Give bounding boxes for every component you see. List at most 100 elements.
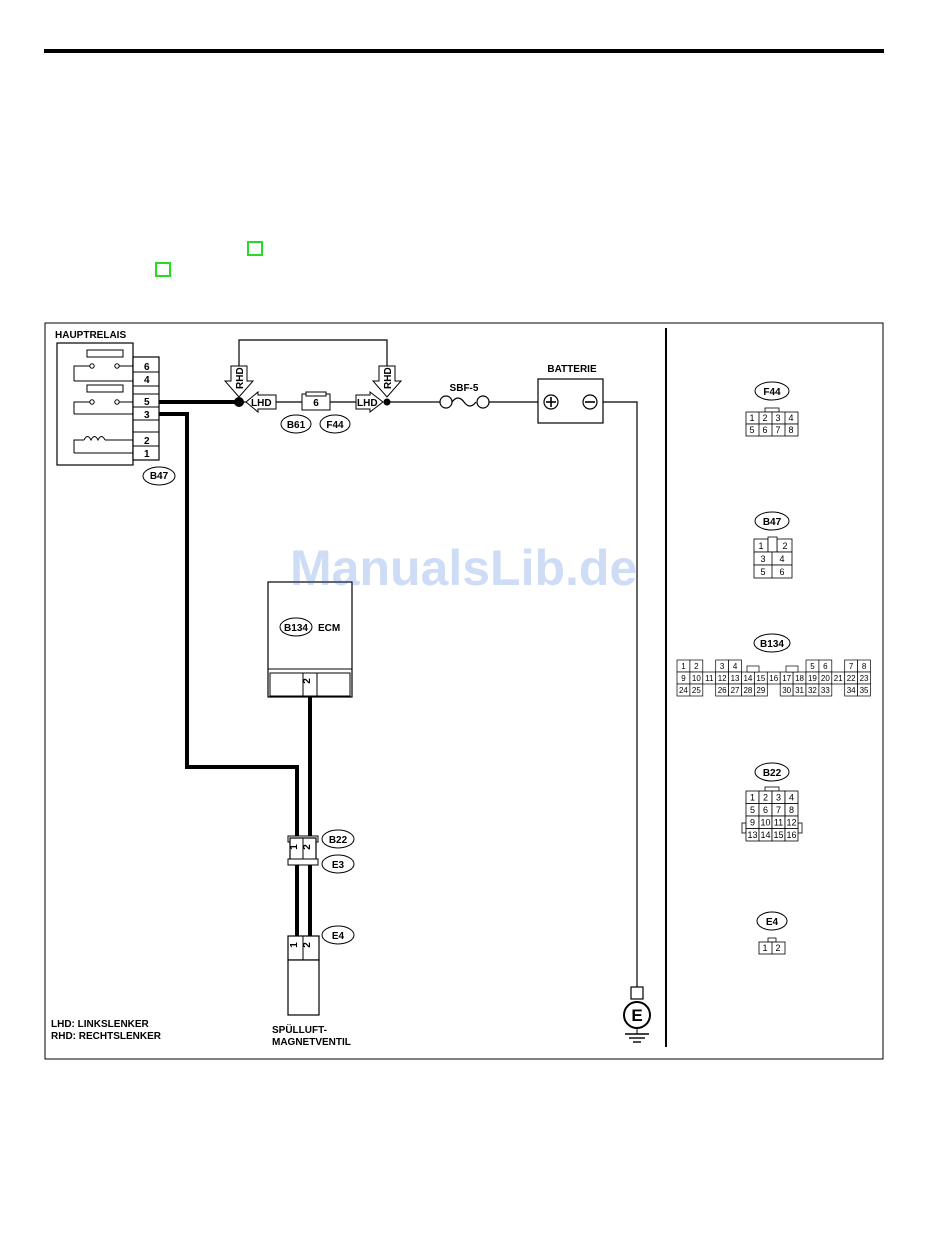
b22-pin-label: 13 — [747, 830, 757, 840]
b22-pin-label: 12 — [786, 818, 796, 828]
svg-text:1: 1 — [749, 413, 754, 423]
b134-pin-label: 14 — [743, 674, 752, 683]
svg-text:2: 2 — [302, 844, 313, 850]
svg-text:6: 6 — [762, 425, 767, 435]
f44-connector-tag — [319, 414, 351, 434]
fuse-label: SBF-5 — [450, 383, 479, 394]
junction-dot-left — [234, 397, 244, 407]
b22-pin-label: 15 — [773, 830, 783, 840]
b134-pin-label: 34 — [847, 686, 856, 695]
svg-text:E3: E3 — [332, 860, 345, 871]
fuse-sbf5 — [439, 395, 490, 409]
b134-pin-label: 8 — [862, 662, 867, 671]
svg-text:8: 8 — [788, 425, 793, 435]
ecm-pin-2: 2 — [302, 678, 313, 684]
b134-pin-label: 17 — [782, 674, 791, 683]
battery — [537, 378, 604, 424]
link-box-2[interactable] — [155, 262, 171, 277]
view-e4-tag — [756, 911, 788, 931]
valve-label-1: SPÜLLUFT- — [272, 1023, 327, 1036]
b134-pin-label: 11 — [705, 674, 714, 683]
svg-text:B134: B134 — [284, 623, 308, 634]
svg-text:B22: B22 — [329, 835, 348, 846]
b22-connector-tag — [321, 829, 355, 849]
b22-pin-label: 3 — [776, 793, 781, 803]
b22-pin-label: 14 — [760, 830, 770, 840]
b134-pin-label: 27 — [731, 686, 740, 695]
view-b47: 1 2 3 4 5 6 — [753, 536, 793, 579]
b134-pin-label: 2 — [694, 662, 699, 671]
b134-pin-label: 22 — [847, 674, 856, 683]
relay-pin-6: 6 — [144, 362, 150, 373]
b134-pin-label: 21 — [834, 674, 843, 683]
b134-pin-label: 35 — [860, 686, 869, 695]
b22-pin-label: 8 — [789, 805, 794, 815]
b22-e3-connector: 1 2 — [287, 835, 319, 866]
lhd-arrow-left: LHD — [245, 390, 277, 414]
svg-text:5: 5 — [760, 567, 765, 577]
svg-text:1: 1 — [762, 943, 767, 953]
svg-text:1: 1 — [289, 942, 300, 948]
b134-pin-label: 31 — [795, 686, 804, 695]
top-rule — [44, 49, 884, 53]
b22-pin-label: 6 — [763, 805, 768, 815]
b61-connector-tag — [280, 414, 312, 434]
b134-pin-label: 5 — [810, 662, 815, 671]
b134-pin-label: 3 — [720, 662, 725, 671]
b134-pin-label: 20 — [821, 674, 830, 683]
main-relay-label: HAUPTRELAIS — [55, 330, 126, 341]
b134-pin-label: 30 — [782, 686, 791, 695]
ecm-box: 2 — [267, 581, 353, 698]
svg-text:2: 2 — [302, 942, 313, 948]
b134-pin-label: 19 — [808, 674, 817, 683]
e3-connector-tag — [321, 854, 355, 874]
b134-pin-label: 23 — [860, 674, 869, 683]
b134-pin-label: 26 — [718, 686, 727, 695]
svg-text:B47: B47 — [763, 517, 782, 528]
b134-pin-label: 18 — [795, 674, 804, 683]
view-b47-tag — [754, 511, 790, 531]
diagram-frame — [44, 322, 884, 1060]
e4-connector-tag — [321, 925, 355, 945]
b134-pin-cell — [689, 683, 704, 697]
svg-text:F44: F44 — [763, 387, 781, 398]
svg-text:2: 2 — [762, 413, 767, 423]
b22-pin-label: 9 — [750, 818, 755, 828]
svg-text:7: 7 — [775, 425, 780, 435]
rhd-arrow-left: RHD — [223, 365, 255, 398]
battery-label: BATTERIE — [547, 364, 597, 375]
b134-pin-label: 16 — [769, 674, 778, 683]
b22-pin-label: 1 — [750, 793, 755, 803]
view-e4: 1 2 — [758, 937, 786, 955]
svg-text:B22: B22 — [763, 768, 782, 779]
purge-valve: 1 2 — [287, 935, 320, 1016]
b47-connector-tag — [142, 466, 176, 486]
svg-text:B134: B134 — [760, 639, 784, 650]
relay-pin-5: 5 — [144, 397, 150, 408]
b134-pin-label: 6 — [823, 662, 828, 671]
relay-pin-1: 1 — [144, 449, 150, 460]
b134-pin-label: 15 — [756, 674, 765, 683]
junction-dot-right — [383, 398, 391, 406]
b134-pin-label: 28 — [743, 686, 752, 695]
b134-pin-label: 9 — [681, 674, 686, 683]
link-box-1[interactable] — [247, 241, 263, 256]
b22-pin-label: 10 — [760, 818, 770, 828]
svg-text:LHD: LHD — [357, 398, 378, 409]
legend-rhd: RHD: RECHTSLENKER — [51, 1031, 162, 1042]
svg-text:E4: E4 — [766, 917, 779, 928]
watermark: ManualsLib.de — [290, 540, 637, 596]
b134-pin-cell — [818, 683, 833, 697]
ecm-label: ECM — [318, 623, 340, 634]
svg-text:E4: E4 — [332, 931, 345, 942]
svg-text:4: 4 — [779, 554, 784, 564]
valve-label-2: MAGNETVENTIL — [272, 1037, 351, 1048]
main-relay: 6 4 5 3 2 1 — [56, 342, 160, 466]
svg-text:F44: F44 — [326, 420, 344, 431]
b134-pin-label: 33 — [821, 686, 830, 695]
b134-pin-label: 24 — [679, 686, 688, 695]
b47-tag-label: B47 — [150, 471, 169, 482]
